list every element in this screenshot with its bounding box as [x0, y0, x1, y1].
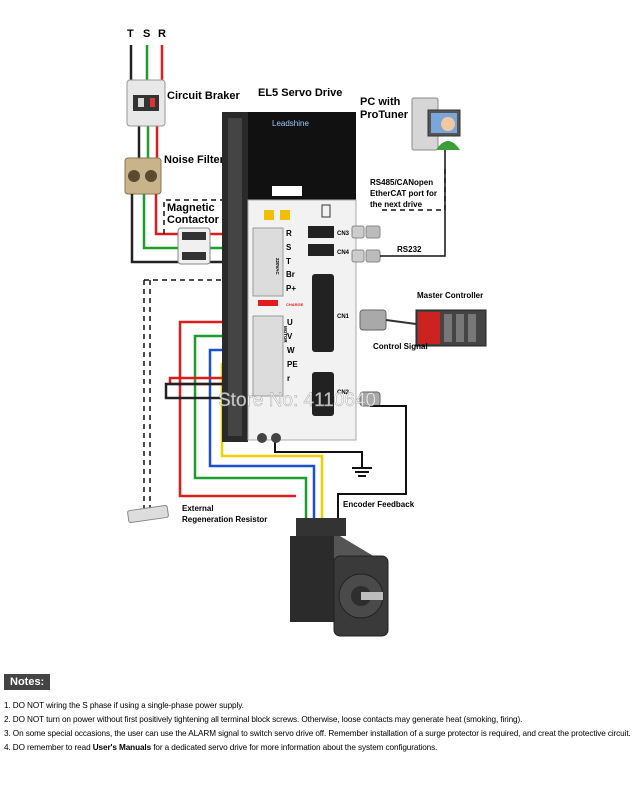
pc-label-1: PC with	[360, 96, 401, 108]
rs232-cable	[380, 150, 446, 257]
note-3: 3. On some special occasions, the user c…	[4, 729, 631, 738]
servo-drive-label: EL5 Servo Drive	[258, 87, 342, 99]
rs485-label-3: the next drive	[370, 200, 423, 209]
cn3-label: CN3	[337, 231, 350, 237]
control-signal-label: Control Signal	[373, 342, 428, 351]
magnetic-label-1: Magnetic	[167, 202, 215, 214]
watermark: Store No: 4110640	[218, 390, 376, 411]
terminal-t: T	[286, 257, 291, 266]
rs232-label: RS232	[397, 245, 422, 254]
ext-regen-label-2: Regeneration Resistor	[182, 515, 267, 524]
phase-label-s: S	[143, 28, 150, 40]
rs485-label-2: EtherCAT port for	[370, 189, 437, 198]
master-controller-label: Master Controller	[417, 291, 483, 300]
power-vertical-label: 220VAC	[275, 258, 280, 275]
pc-label-2: ProTuner	[360, 109, 409, 121]
external-regeneration-resistor	[127, 505, 169, 523]
wiring-diagram: T S R Circuit Braker Noise Filter Magnet…	[124, 28, 487, 637]
phase-label-r: R	[158, 28, 166, 40]
terminal-pe: PE	[287, 360, 298, 369]
cn2-label: CN2	[337, 390, 350, 396]
cn1-label: CN1	[337, 314, 350, 320]
terminal-p-plus: P+	[286, 284, 296, 293]
terminal-br: Br	[286, 270, 295, 279]
brand-logo: Leadshine	[272, 119, 309, 128]
servo-drive	[222, 112, 357, 443]
noise-filter-label: Noise Filter	[164, 154, 225, 166]
motor-vertical-label: MOTOR	[283, 326, 288, 343]
circuit-breaker-label: Circuit Braker	[167, 90, 240, 102]
magnetic-contactor	[177, 227, 211, 265]
ground-symbol	[274, 440, 372, 477]
note-2: 2. DO NOT turn on power without first po…	[4, 715, 523, 724]
terminal-w: W	[287, 346, 295, 355]
master-controller	[415, 309, 487, 347]
encoder-feedback-label: Encoder Feedback	[343, 500, 415, 509]
rs485-label-1: RS485/CANopen	[370, 178, 433, 187]
cn4-label: CN4	[337, 250, 350, 256]
noise-filter	[124, 157, 162, 195]
servo-motor	[290, 518, 389, 637]
terminal-v: V	[287, 332, 293, 341]
magnetic-label-2: Contactor	[167, 214, 220, 226]
terminal-s: S	[286, 243, 292, 252]
charge-label: CHARGE	[286, 302, 304, 307]
ext-regen-label-1: External	[182, 504, 214, 513]
terminal-r-lower: r	[287, 374, 290, 383]
circuit-breaker	[126, 79, 166, 127]
terminal-u: U	[287, 318, 293, 327]
rs232-connector	[351, 249, 381, 263]
encoder-cable	[337, 405, 407, 522]
pc-icon	[411, 97, 461, 151]
notes-section: Notes: 1. DO NOT wiring the S phase if u…	[4, 672, 631, 756]
notes-title: Notes:	[4, 674, 51, 690]
phase-label-t: T	[127, 28, 134, 40]
note-1: 1. DO NOT wiring the S phase if using a …	[4, 701, 244, 710]
control-signal-connector	[359, 309, 417, 331]
terminal-r: R	[286, 229, 292, 238]
note-4: 4. DO remember to read User's Manuals fo…	[4, 743, 438, 752]
rs485-connector	[351, 225, 381, 239]
incoming-wires	[129, 45, 164, 160]
